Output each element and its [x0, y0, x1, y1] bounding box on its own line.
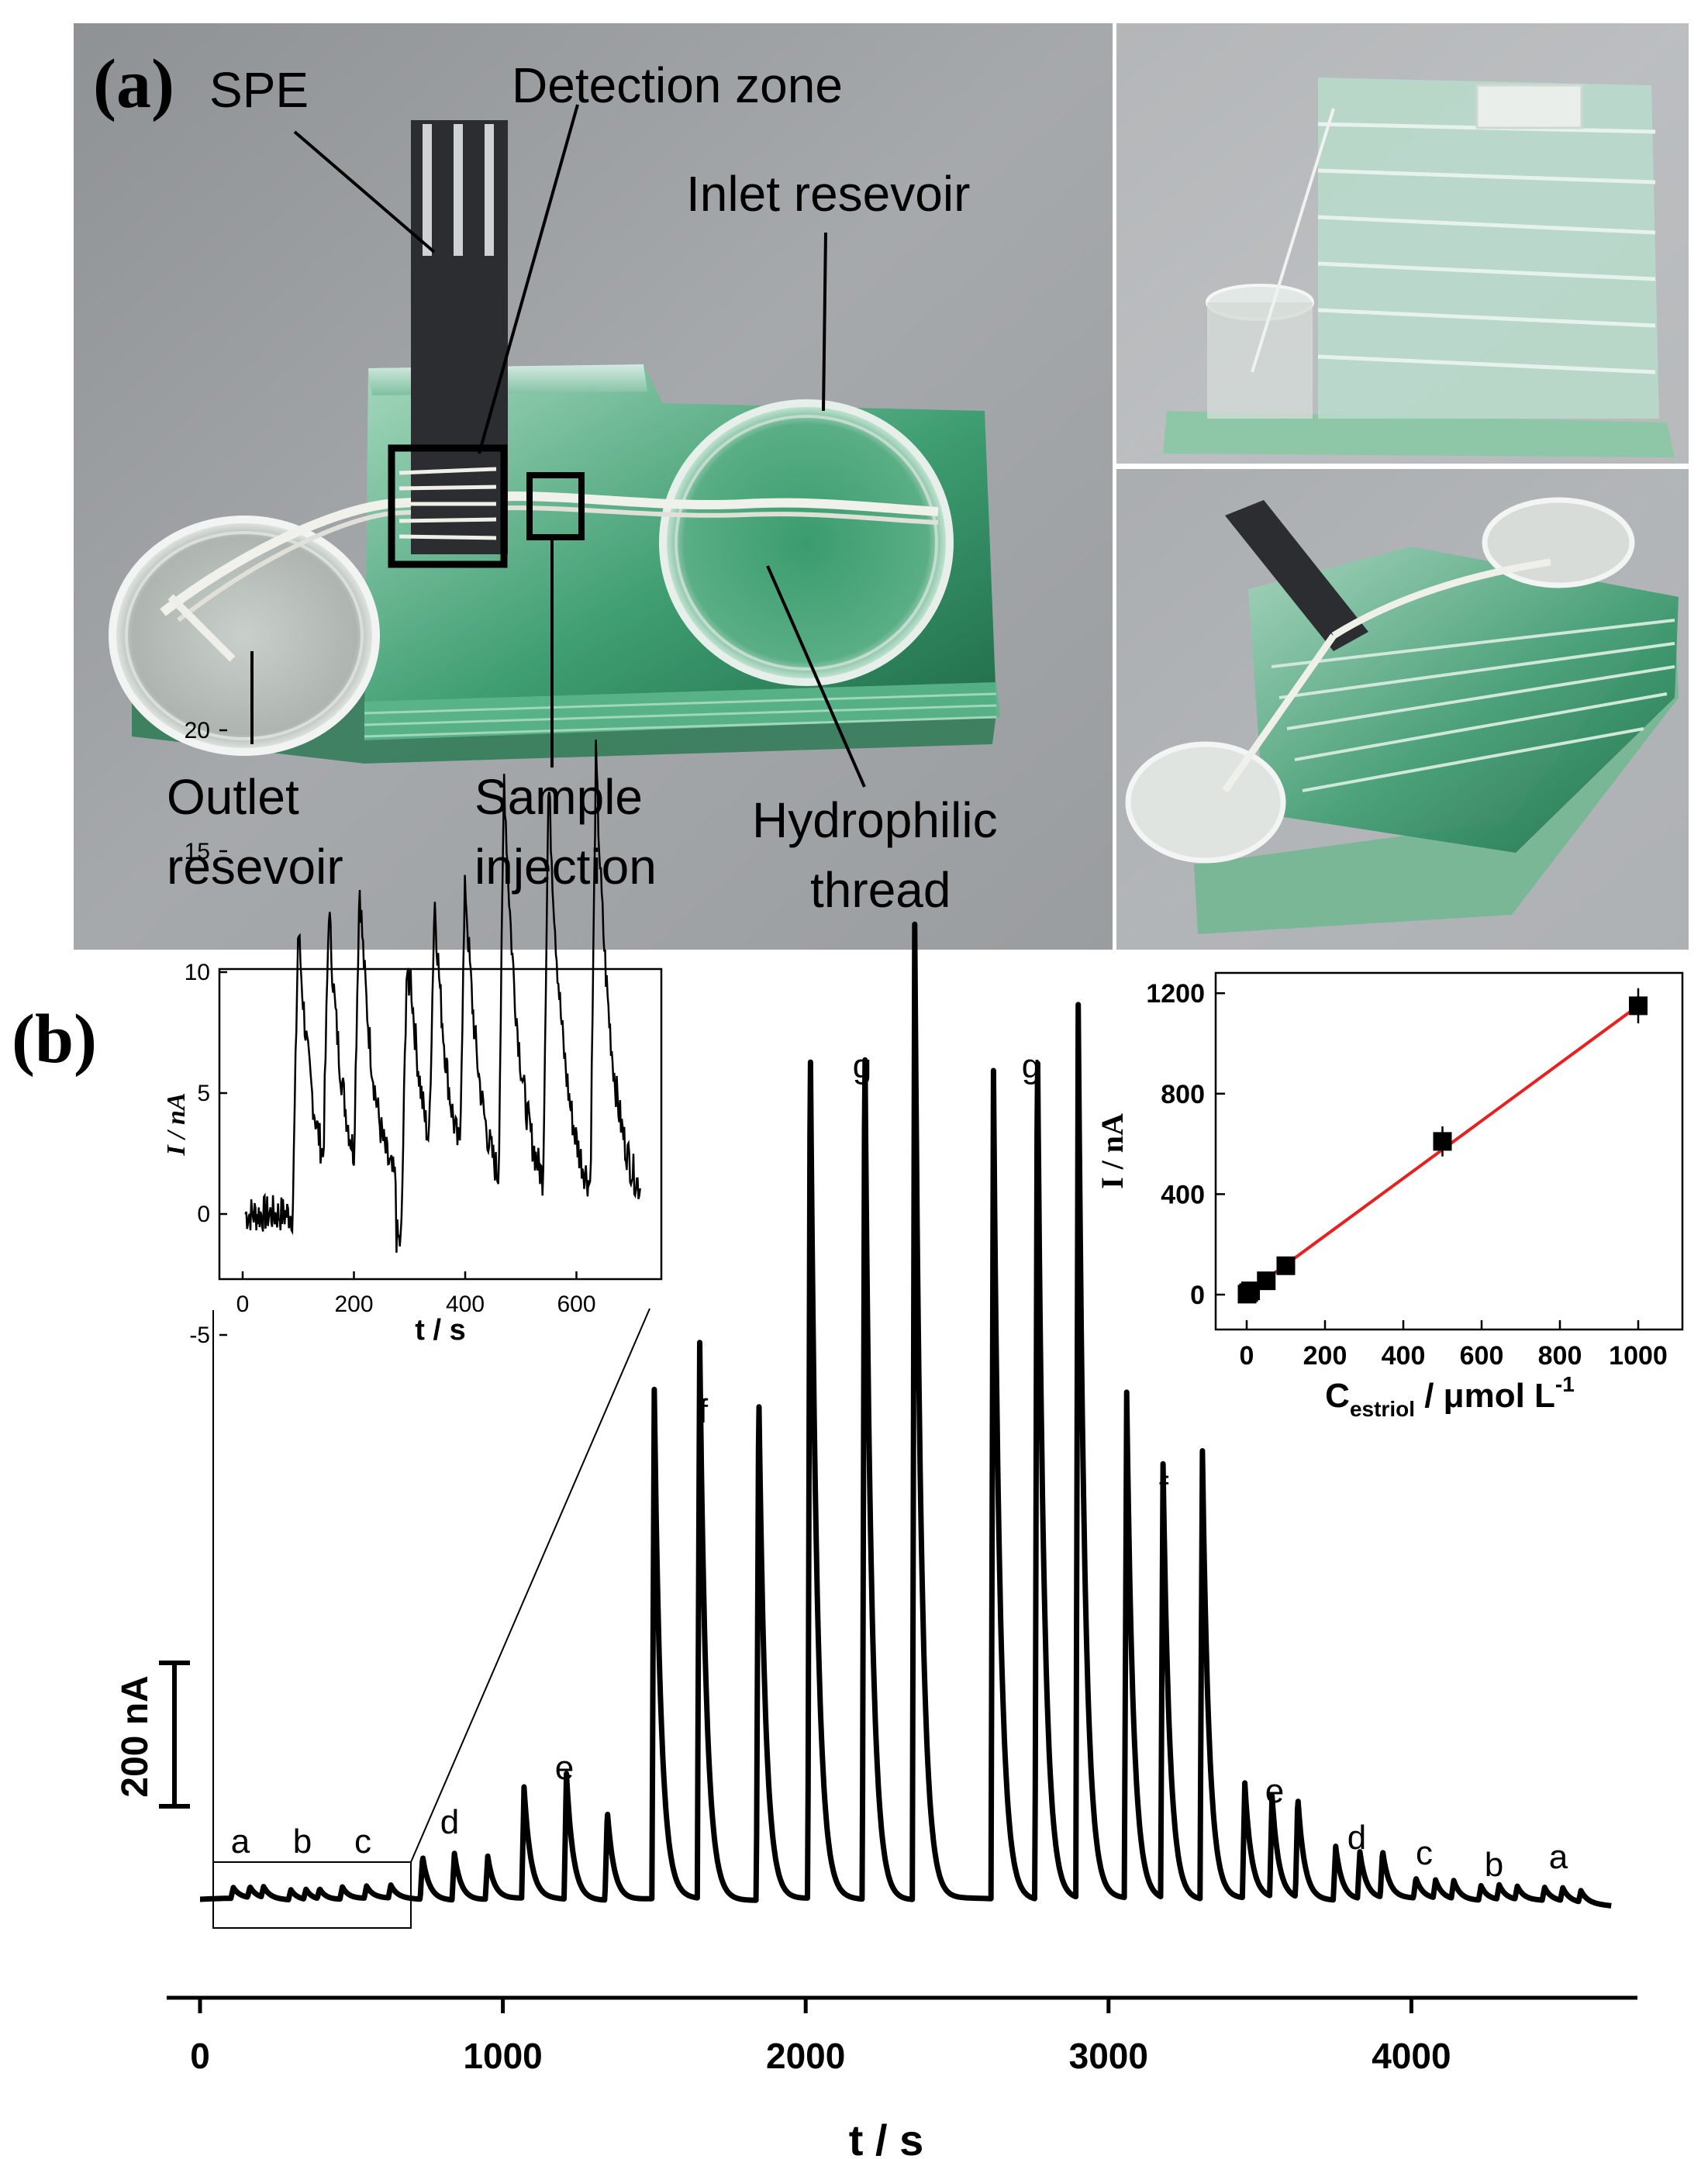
main-x-axis: 0 1000 2000 3000 4000 — [167, 1995, 1637, 2076]
detection-zone-threads — [399, 467, 497, 540]
peak-label: e — [1265, 1772, 1284, 1810]
callout-outlet-line2: resevoir — [167, 839, 343, 895]
inset-left-x-tick-label: 200 — [334, 1292, 373, 1317]
main-x-tick-label: 3000 — [1069, 2036, 1148, 2076]
detection-zone-box — [388, 444, 508, 568]
panel-b-label: (b) — [12, 1001, 97, 1078]
scale-bar-label: 200 nA — [115, 1675, 156, 1797]
peak-label: a — [231, 1823, 250, 1861]
inset-left-y-title-text: I / nA — [162, 1092, 191, 1156]
inset-left-y-tick-label: 5 — [197, 1081, 210, 1106]
inset-right-ticks: 0 200 400 600 800 1000 0 400 800 1200 — [1146, 979, 1667, 1371]
inset-left-chart: 0 200 400 600 -5 0 5 10 15 20 I / nA t / s — [162, 718, 663, 1348]
peak-label: c — [354, 1823, 371, 1861]
inset-right-chart: 0 200 400 600 800 1000 0 400 800 1200 I / nA Cest… — [1095, 971, 1684, 1421]
photo-side-view — [1116, 23, 1689, 464]
callout-hydrophilic-line2: thread — [810, 862, 951, 918]
photo-main: (a) SPE Detection zone Inlet resevoir Ou… — [74, 23, 1113, 950]
x-title-rest: / μmol L — [1415, 1377, 1555, 1415]
inset-right-x-tick-label: 0 — [1240, 1341, 1254, 1371]
panel-a-label: (a) — [93, 46, 174, 122]
inset-left-y-tick-label: 20 — [185, 718, 210, 743]
peak-label: b — [1485, 1846, 1503, 1884]
peak-label: g — [853, 1047, 871, 1085]
inset-right-point — [1241, 1281, 1261, 1301]
main-x-axis-title: t / s — [849, 2116, 923, 2159]
inset-left-trace — [244, 740, 641, 1253]
callout-sample-line1: Sample — [474, 769, 643, 825]
callout-detection-zone: Detection zone — [512, 57, 843, 113]
callout-outlet-line1: Outlet — [167, 769, 299, 825]
inset-right-x-tick-label: 600 — [1460, 1341, 1504, 1371]
panel-a: (a) SPE Detection zone Inlet resevoir Ou… — [74, 23, 1689, 950]
peak-label: d — [1347, 1819, 1366, 1857]
inset-right-x-tick-label: 1000 — [1609, 1341, 1668, 1371]
x-title-sup: -1 — [1555, 1372, 1575, 1396]
inset-left-x-tick-label: 0 — [236, 1292, 250, 1317]
x-title-main: C — [1325, 1377, 1350, 1415]
inset-right-point — [1433, 1132, 1452, 1151]
zoom-region-box — [212, 1861, 412, 1929]
inset-right-y-tick-label: 0 — [1190, 1281, 1205, 1310]
inset-right-x-title: Cestriol / μmol L-1 — [1325, 1372, 1575, 1421]
inset-right-point — [1257, 1271, 1276, 1291]
inset-right-points — [1237, 988, 1648, 1304]
callout-inlet-reservoir: Inlet resevoir — [686, 166, 970, 222]
hydrophilic-thread — [160, 491, 939, 662]
inset-right-y-title: I / nA — [1095, 1113, 1130, 1189]
peak-label: b — [293, 1823, 312, 1861]
peak-label: d — [440, 1803, 459, 1841]
inset-right-x-tick-label: 800 — [1538, 1341, 1582, 1371]
peak-label: e — [555, 1749, 574, 1787]
inset-left-y-tick-label: 0 — [197, 1202, 210, 1227]
main-x-tick-label: 1000 — [463, 2036, 542, 2076]
peak-label: c — [1416, 1834, 1433, 1872]
inset-left-y-title: I / nA — [162, 1092, 191, 1156]
main-x-tick-label: 0 — [190, 2036, 210, 2076]
main-peak-labels: a b c d e f g g f e d c b a — [231, 1047, 1568, 1884]
inset-left-x-title: t / s — [415, 1314, 465, 1347]
outlet-reservoir — [109, 516, 380, 756]
inset-right-x-tick-label: 200 — [1303, 1341, 1347, 1371]
callout-sample-line2: injection — [474, 839, 657, 895]
peak-label: f — [699, 1392, 709, 1430]
inset-left-x-tick-label: 400 — [446, 1292, 485, 1317]
main-x-tick-label: 2000 — [766, 2036, 845, 2076]
scale-bar: 200 nA — [115, 1661, 190, 1809]
inset-left-x-tick-label: 600 — [557, 1292, 595, 1317]
inset-right-point — [1276, 1256, 1296, 1275]
peak-label: a — [1549, 1838, 1568, 1876]
zoom-connector-right — [410, 1308, 650, 1863]
inset-right-y-tick-label: 1200 — [1146, 979, 1205, 1009]
inset-right-x-tick-label: 400 — [1382, 1341, 1426, 1371]
peak-label: g — [1022, 1047, 1040, 1085]
spe-electrode — [411, 120, 508, 554]
main-x-tick-label: 4000 — [1372, 2036, 1451, 2076]
inset-left-ticks: 0 200 400 600 -5 0 5 10 15 20 — [185, 718, 596, 1348]
inlet-reservoir — [659, 399, 954, 686]
x-title-sub: estriol — [1350, 1397, 1415, 1421]
inset-left-y-tick-label: 10 — [185, 960, 210, 985]
inset-right-point — [1629, 996, 1648, 1016]
callout-spe: SPE — [209, 62, 309, 118]
peak-label: f — [1159, 1470, 1169, 1508]
inset-left-y-tick-label: -5 — [189, 1323, 210, 1348]
sample-injection-box — [526, 472, 585, 540]
callout-hydrophilic-line1: Hydrophilic — [752, 792, 998, 848]
inset-right-y-tick-label: 400 — [1161, 1180, 1205, 1209]
inset-left-y-tick-label: 15 — [185, 839, 210, 864]
main-trace — [198, 921, 1613, 1909]
leader-lines — [250, 104, 866, 788]
inset-right-y-tick-label: 800 — [1161, 1080, 1205, 1109]
photo-perspective-view — [1116, 469, 1689, 950]
